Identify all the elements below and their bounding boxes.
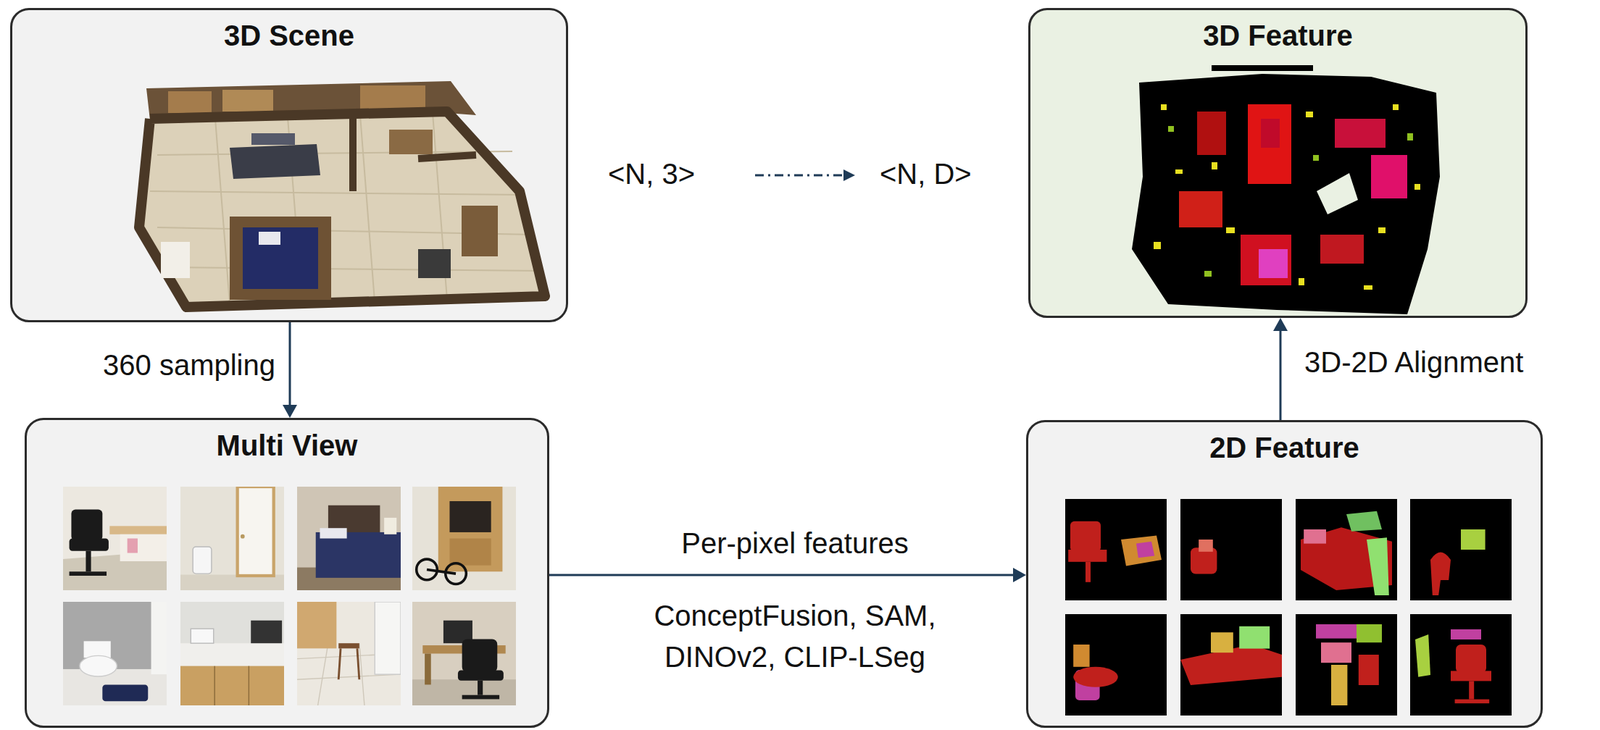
feature-cloud-illustration [1030,10,1528,319]
arrow-head [1273,318,1288,332]
views-panel: Multi View [24,418,550,729]
feature-panel: 2D Feature [1026,420,1543,729]
edge-label: 360 sampling [43,344,276,387]
panel-title: 3D Feature [1030,18,1526,53]
panel-title: 2D Feature [1028,431,1541,465]
scene-panel: 3D Scene [10,7,569,323]
scene-illustration [12,10,569,323]
panel-title: Multi View [26,428,548,463]
edge-label: Per-pixel features [606,523,984,565]
annotation-label: ConceptFusion, SAM, DINOv2, CLIP-LSeg [606,595,984,679]
arrow-head [1013,568,1027,583]
dash-dot-arrow [755,169,856,182]
feature-panel: 3D Feature [1028,7,1528,319]
annotation-label: <N, D> [879,153,972,195]
flow-arrow [549,574,1015,577]
panel-title: 3D Scene [12,18,566,53]
arrow-head [282,405,298,419]
feature-grid [1028,422,1543,729]
flow-arrow [289,322,292,407]
annotation-label: <N, 3> [607,153,695,195]
flow-arrow [1279,329,1282,421]
edge-label: 3D-2D Alignment [1304,342,1580,384]
photo-grid [26,420,550,729]
